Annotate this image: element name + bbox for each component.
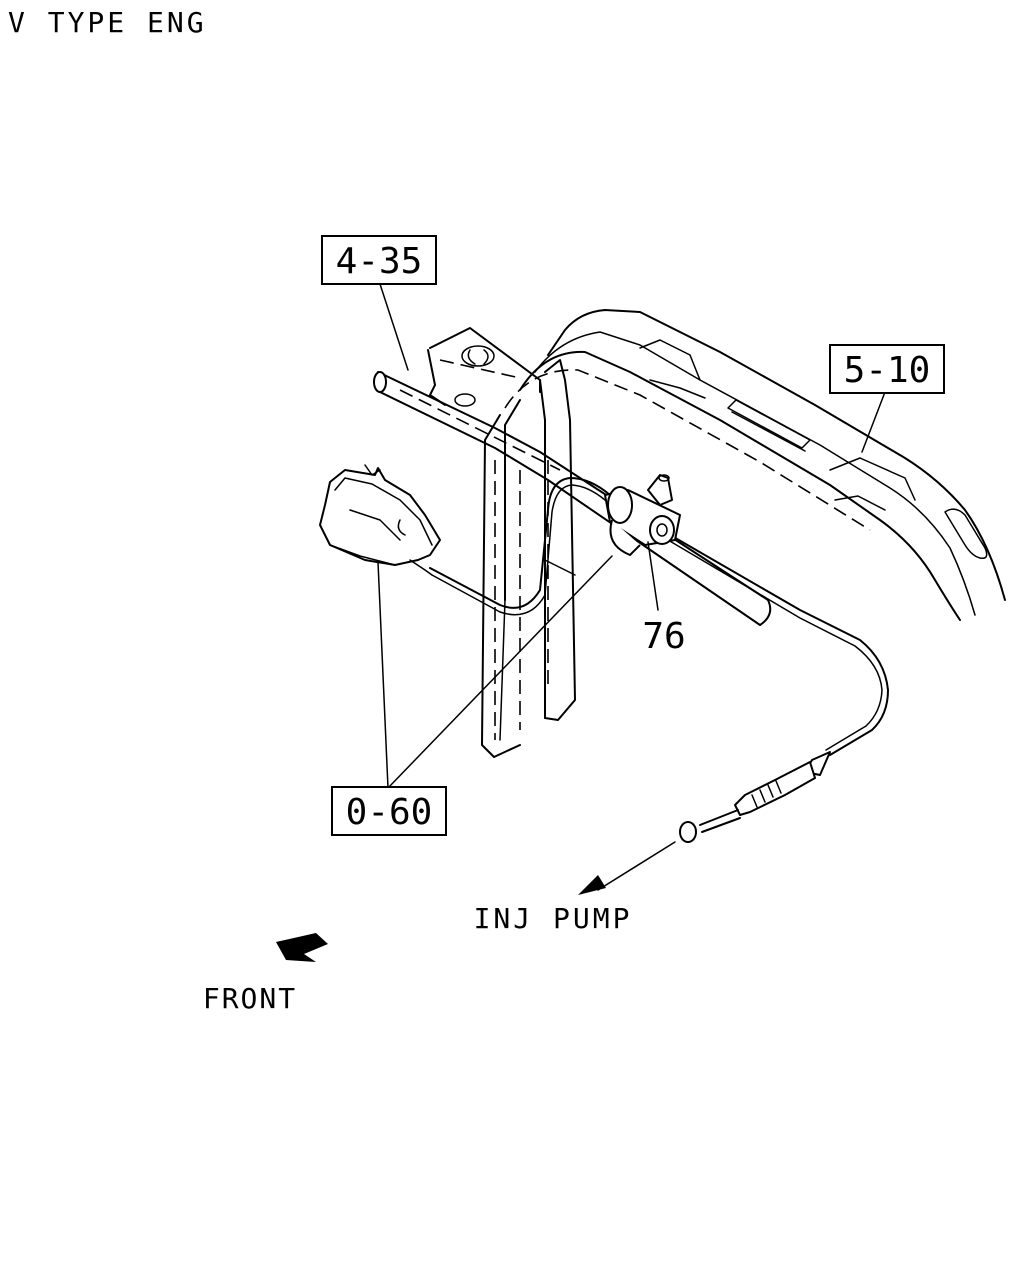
callout-0-60: 0-60 [331,786,447,836]
front-label: FRONT [203,982,297,1015]
cable-adjuster [679,751,831,843]
callout-5-10-label: 5-10 [844,350,931,391]
callout-0-60-label: 0-60 [346,792,433,833]
callout-4-35-label: 4-35 [336,241,423,282]
callout-4-35: 4-35 [321,235,437,285]
front-arrow-icon [276,933,328,962]
part-number-76: 76 [642,616,685,657]
inj-pump-label: INJ PUMP [474,902,633,935]
lever-bracket [319,464,441,576]
leader-lines [377,283,886,895]
diagram-title: V TYPE ENG [8,6,207,39]
cable-clamp-76 [604,474,681,556]
inj-pump-arrowhead [578,875,606,895]
accelerator-cable [429,477,889,756]
callout-5-10: 5-10 [829,344,945,394]
